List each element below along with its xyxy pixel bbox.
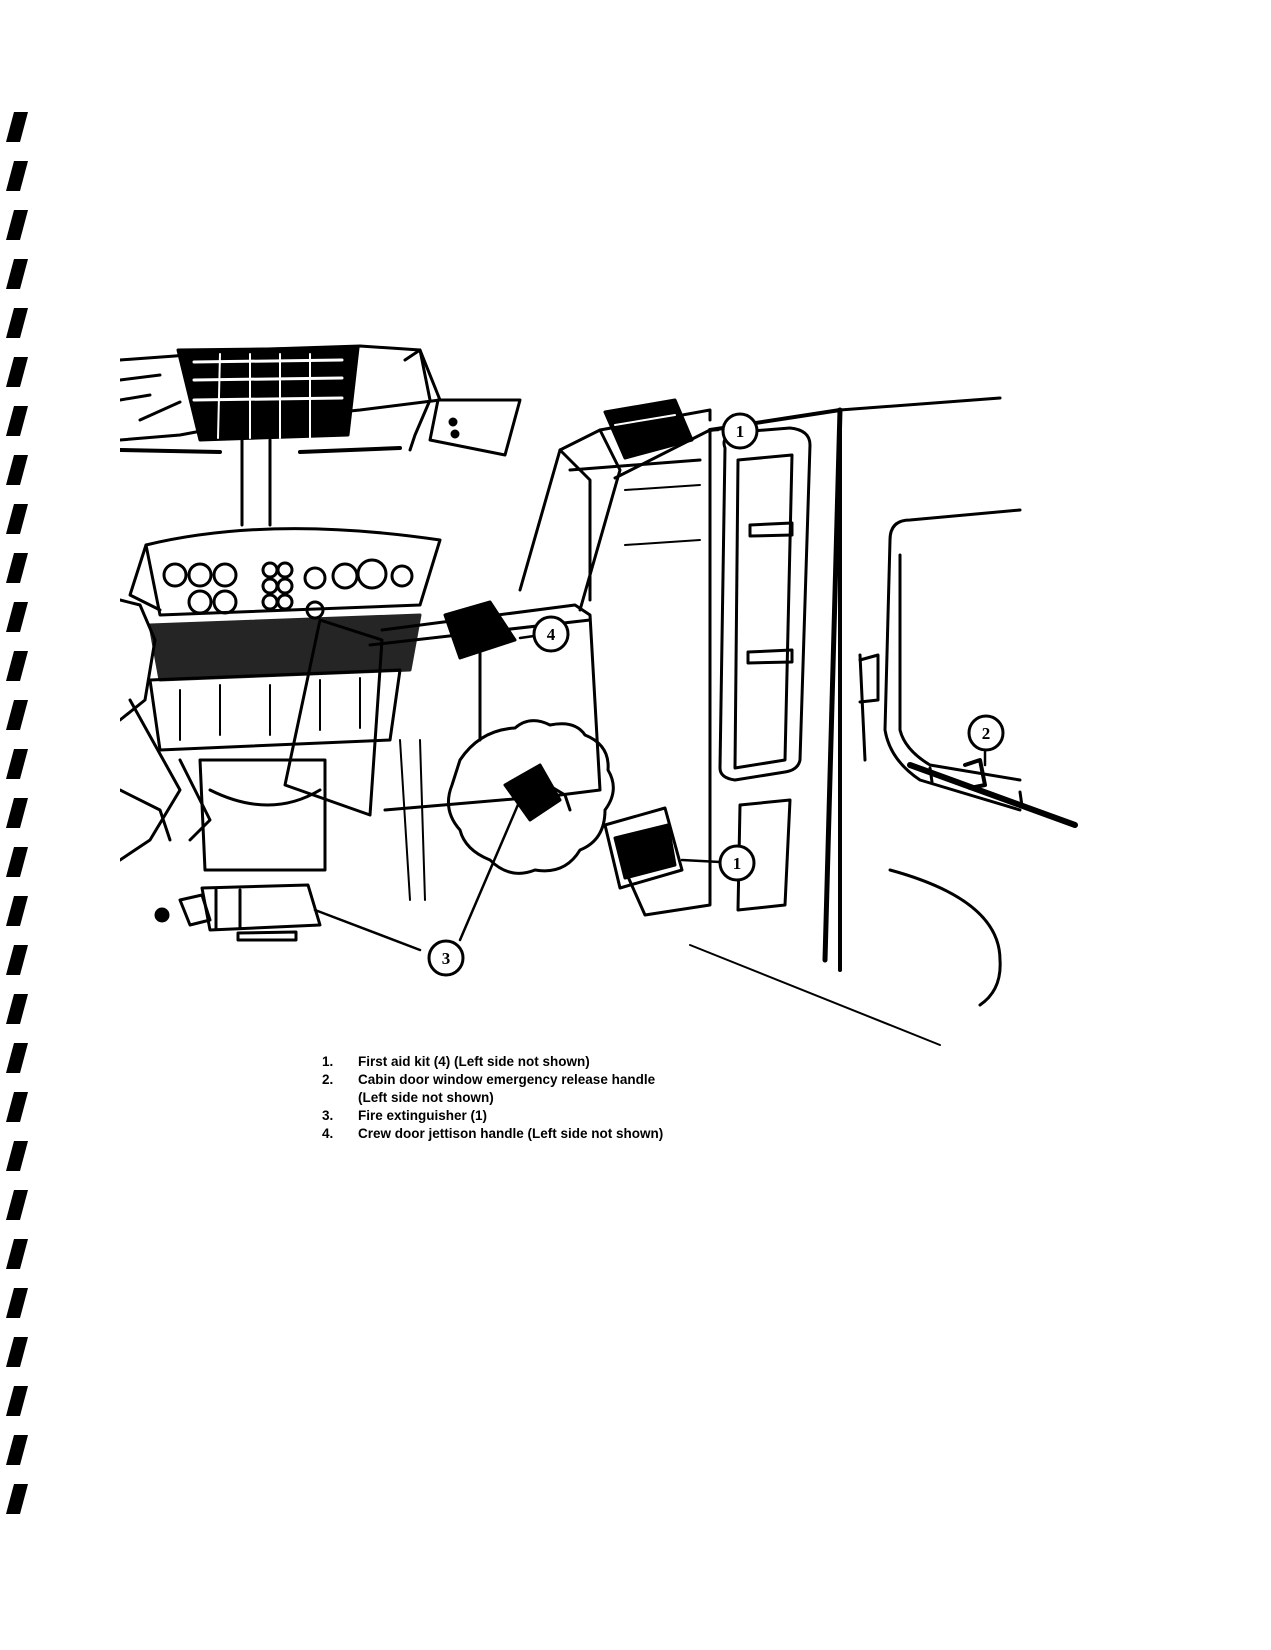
callout-emergency-release-handle: 2 (967, 714, 1005, 752)
edge-dash (6, 1337, 28, 1367)
edge-dash (6, 1190, 28, 1220)
edge-dash (6, 798, 28, 828)
edge-dash (6, 1386, 28, 1416)
instrument-gauges (162, 558, 414, 620)
cabin-floor (689, 868, 1002, 1046)
edge-dash (6, 406, 28, 436)
edge-dash (6, 749, 28, 779)
edge-dash (6, 602, 28, 632)
edge-dash (6, 1484, 28, 1514)
binding-edge-marks (6, 112, 28, 1514)
callout-number: 2 (982, 724, 991, 743)
callout-first-aid-kit-bottom: 1 (718, 844, 756, 882)
legend-item: 4. Crew door jettison handle (Left side … (322, 1125, 842, 1143)
overhead-console (120, 344, 522, 457)
edge-dash (6, 700, 28, 730)
legend-item-number: 4. (322, 1126, 334, 1141)
legend-item-number: 2. (322, 1072, 334, 1087)
edge-dash (6, 1239, 28, 1269)
legend-item-text-group: Cabin door window emergency release hand… (358, 1071, 842, 1107)
center-post (240, 438, 272, 527)
callout-number: 1 (736, 422, 745, 441)
center-pedestal (198, 758, 327, 872)
edge-dash (6, 210, 28, 240)
cabin-wall (613, 396, 1002, 972)
edge-dash (6, 847, 28, 877)
legend-item-text: Cabin door window emergency release hand… (358, 1072, 656, 1087)
edge-dash (6, 994, 28, 1024)
callout-number: 4 (547, 625, 556, 644)
edge-dash (6, 945, 28, 975)
callout-number: 1 (733, 854, 742, 873)
edge-dash (6, 357, 28, 387)
callout-fire-extinguisher: 3 (427, 939, 465, 977)
leader-lines (313, 428, 987, 952)
emergency-release-handle (928, 758, 1024, 808)
legend-item-continuation: (Left side not shown) (358, 1090, 494, 1105)
helicopter-cockpit-illustration: 1 1 2 3 4 (120, 344, 1078, 1046)
callout-number: 3 (442, 949, 451, 968)
first-aid-kit-lower (603, 806, 684, 890)
edge-dash (6, 1141, 28, 1171)
legend-item: 2. Cabin door window emergency release h… (322, 1071, 842, 1107)
instrument-panel (128, 527, 442, 752)
edge-dash (6, 504, 28, 534)
edge-dash (6, 1288, 28, 1318)
first-aid-kit-upper (603, 398, 694, 460)
edge-dash (6, 259, 28, 289)
cabin-door-window (858, 508, 1078, 828)
legend-item-text: First aid kit (4) (Left side not shown) (358, 1054, 590, 1069)
edge-dash (6, 651, 28, 681)
legend-item: 1. First aid kit (4) (Left side not show… (322, 1053, 842, 1071)
legend-item-text: Crew door jettison handle (Left side not… (358, 1126, 664, 1141)
legend: 1. First aid kit (4) (Left side not show… (322, 1053, 842, 1143)
edge-dash (6, 1092, 28, 1122)
edge-dash (6, 161, 28, 191)
pilot-seat-left (120, 598, 212, 862)
edge-dash (6, 553, 28, 583)
callout-crew-door-jettison: 4 (532, 615, 570, 653)
fire-extinguisher-floor (154, 883, 322, 942)
legend-item-number: 1. (322, 1054, 334, 1069)
edge-dash (6, 455, 28, 485)
edge-dash (6, 1043, 28, 1073)
edge-dash (6, 308, 28, 338)
edge-dash (6, 896, 28, 926)
jettison-handle (443, 600, 517, 660)
legend-item-text: Fire extinguisher (1) (358, 1108, 488, 1123)
fire-extinguisher-cutaway (446, 719, 615, 875)
edge-dash (6, 1435, 28, 1465)
edge-dash (6, 112, 28, 142)
legend-item: 3. Fire extinguisher (1) (322, 1107, 842, 1125)
legend-item-number: 3. (322, 1108, 334, 1123)
callout-first-aid-kit-top: 1 (721, 412, 759, 450)
